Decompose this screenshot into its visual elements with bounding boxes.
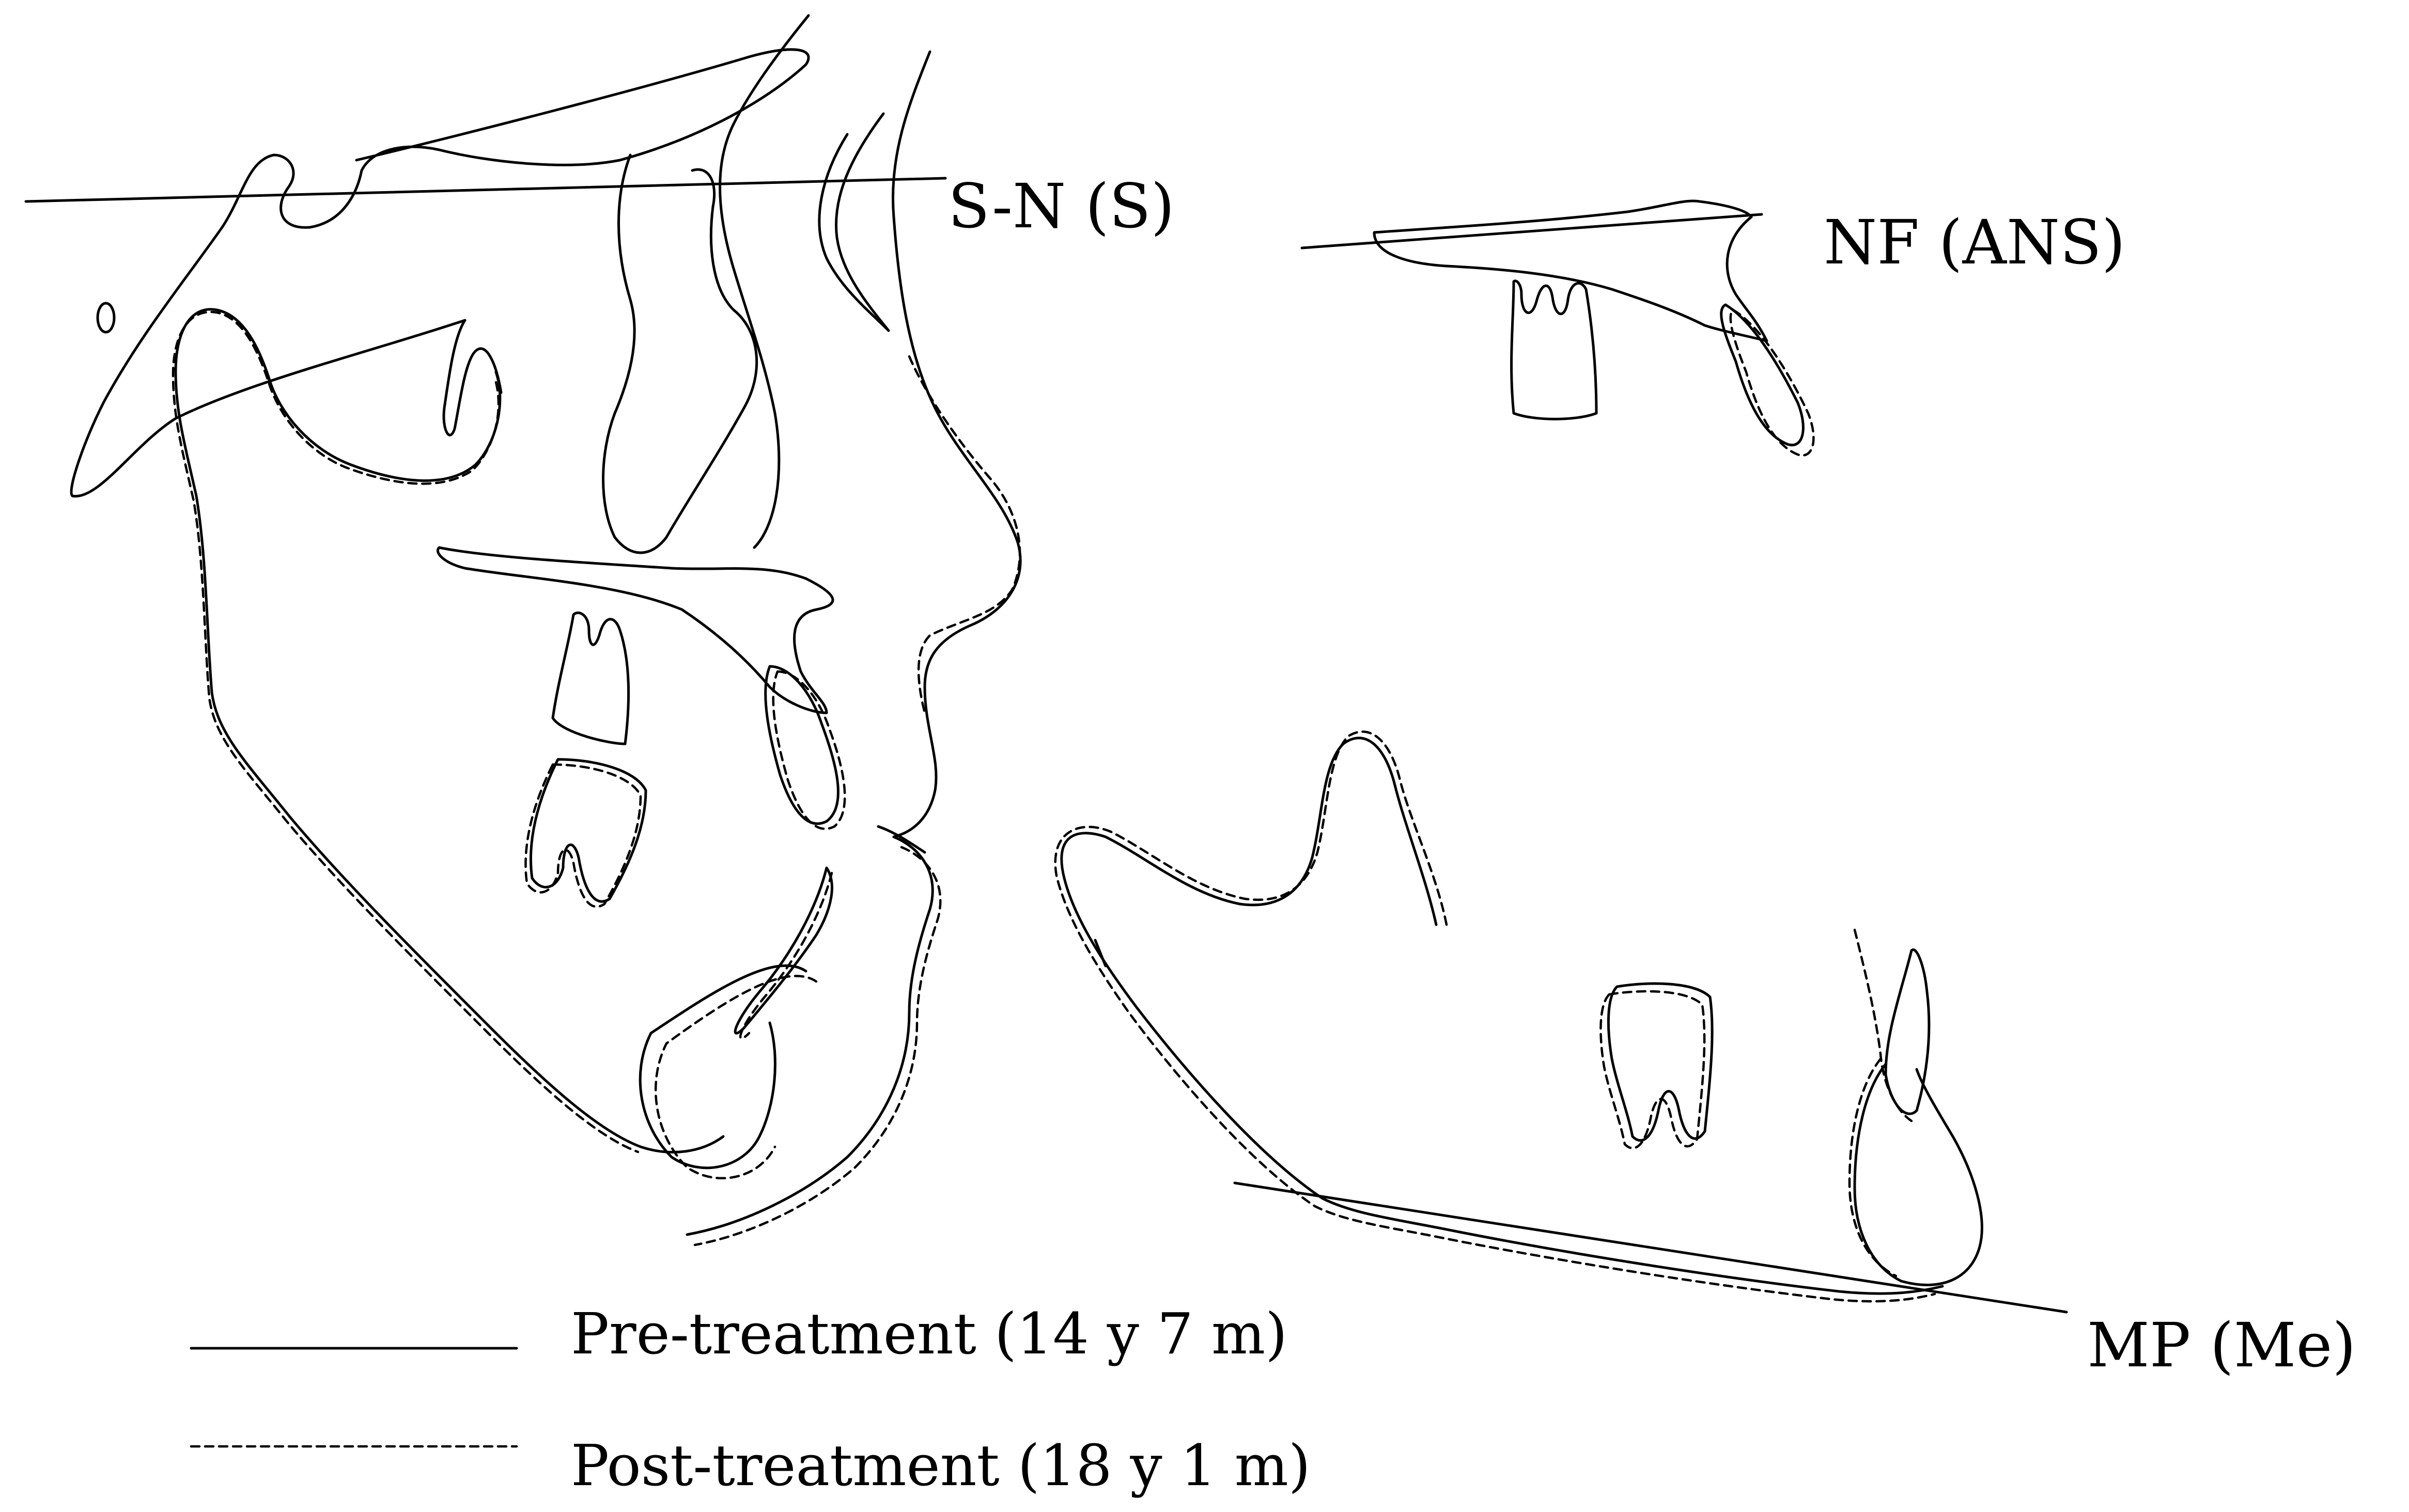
upper-incisor-overall-post [772,670,846,830]
mp-reference-line [1233,1181,2068,1314]
porion-outline [96,302,116,334]
lower-molar-local-pre [1607,982,1714,1142]
lower-incisor-local-post [1853,928,1913,1123]
symphysis-overall-post [654,975,818,1179]
upper-molar-local [1510,279,1598,420]
lower-incisor-overall-post [739,871,833,1040]
mandible-overall-pre [174,308,725,1154]
legend: Pre-treatment (14 y 7 m) Post-treatment … [190,1301,1311,1499]
nf-reference-line [1300,213,1763,250]
mandible-overall-post [172,310,640,1154]
lower-incisor-overall-pre [734,866,833,1035]
mandible-local-pre [1060,737,1944,1295]
soft-tissue-nose-post [908,355,1021,714]
lower-molar-overall-post [524,763,642,908]
upper-molar-overall [551,611,630,745]
lower-incisor-local-pre [1884,948,1931,1115]
lower-molar-local-post [1599,990,1706,1149]
upper-incisor-local-pre [1720,303,1805,446]
frontal-nasal-profile [719,14,810,549]
overall-superimposition [24,14,1022,1246]
nasal-septum-outline [818,112,890,332]
soft-tissue-lips-chin-pre [686,835,934,1236]
lower-molar-overall-pre [529,758,647,903]
symphysis-local-pre [1853,1063,1983,1286]
mandibular-superimposition [1054,730,2068,1314]
reference-labels: S-N (S) NF (ANS) MP (Me) [948,170,2356,1381]
sn-reference-line [24,177,947,203]
mandible-local-post [1054,730,1936,1303]
symphysis-overall-pre [639,964,807,1170]
maxilla-overall-pre [437,546,834,714]
maxillary-superimposition [1300,199,1815,457]
upper-incisor-local-post [1729,308,1815,457]
legend-pre-label: Pre-treatment (14 y 7 m) [571,1301,1287,1367]
ramus-outline-pre [442,319,503,437]
mandible-local-notch-mark [1094,939,1107,968]
upper-incisor-overall-pre [764,665,840,825]
legend-post-label: Post-treatment (18 y 1 m) [571,1432,1311,1499]
nf-label: NF (ANS) [1824,207,2125,278]
maxilla-local-outline [1373,199,1768,342]
cranial-base-outline [70,48,810,498]
lip-embrasure [877,825,926,854]
sn-label: S-N (S) [948,170,1175,242]
symphysis-local-post [1848,1057,1898,1277]
mp-label: MP (Me) [2087,1310,2356,1381]
soft-tissue-nose [891,50,1022,838]
soft-tissue-lips-chin-post [693,846,942,1246]
pterygomaxillary-outline [602,153,758,554]
